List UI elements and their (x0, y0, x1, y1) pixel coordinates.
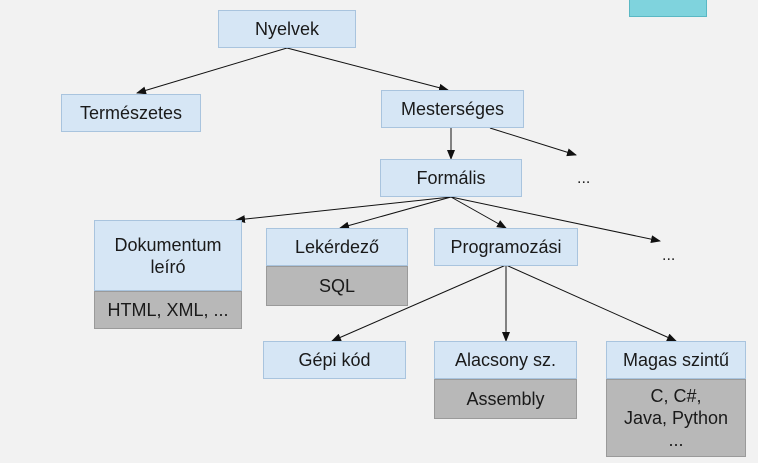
node-dokumentum-label: Dokumentum leíró (114, 234, 222, 277)
arrow-formalis-more (450, 196, 661, 244)
lekerdezo-examples: SQL (266, 266, 408, 306)
arrow-nyelvek-termeszetes (136, 47, 288, 95)
node-lekerdezo-label: Lekérdező (294, 237, 380, 257)
node-mesterseges-label: Mesterséges (400, 99, 505, 119)
node-magas-szintu: Magas szintű (606, 341, 746, 379)
arrow-programozasi-magas (505, 264, 677, 342)
alacsony-examples: Assembly (434, 379, 577, 419)
node-formalis-label: Formális (416, 168, 486, 188)
arrow-formalis-programozasi (450, 196, 507, 229)
node-lekerdezo: Lekérdező (266, 228, 408, 266)
node-magas-label: Magas szintű (622, 350, 730, 370)
arrow-nyelvek-mesterseges (286, 47, 449, 92)
magas-examples-line-2: Java, Python (623, 408, 729, 428)
magas-examples-line-1: C, C#, (650, 386, 702, 406)
arrow-formalis-dokumentum (235, 196, 452, 224)
node-alacsony: Alacsony sz. (434, 341, 577, 379)
corner-accent-tab (629, 0, 707, 17)
mesterseges-more-ellipsis: ... (577, 170, 591, 187)
node-gepi-kod: Gépi kód (263, 341, 406, 379)
magas-examples: C, C#, Java, Python ... (606, 379, 746, 457)
node-programozasi: Programozási (434, 228, 578, 266)
node-nyelvek-label: Nyelvek (254, 19, 320, 39)
node-termeszetes-label: Természetes (79, 103, 183, 123)
node-alacsony-label: Alacsony sz. (454, 350, 557, 370)
formalis-more-ellipsis: ... (662, 247, 676, 264)
node-mesterseges: Mesterséges (381, 90, 524, 128)
node-nyelvek: Nyelvek (218, 10, 356, 48)
dokumentum-examples-label: HTML, XML, ... (107, 300, 229, 320)
node-dokumentum-leiro: Dokumentum leíró (94, 220, 242, 291)
arrow-programozasi-gepi (331, 264, 507, 342)
alacsony-examples-label: Assembly (466, 389, 545, 409)
node-formalis: Formális (380, 159, 522, 197)
lekerdezo-examples-label: SQL (318, 276, 356, 296)
node-termeszetes: Természetes (61, 94, 201, 132)
node-programozasi-label: Programozási (450, 237, 562, 257)
node-gepi-label: Gépi kód (298, 350, 371, 370)
arrow-formalis-lekerdezo (339, 196, 452, 230)
magas-examples-line-3: ... (668, 430, 684, 450)
arrow-mesterseges-more (489, 127, 577, 157)
dokumentum-examples: HTML, XML, ... (94, 291, 242, 329)
